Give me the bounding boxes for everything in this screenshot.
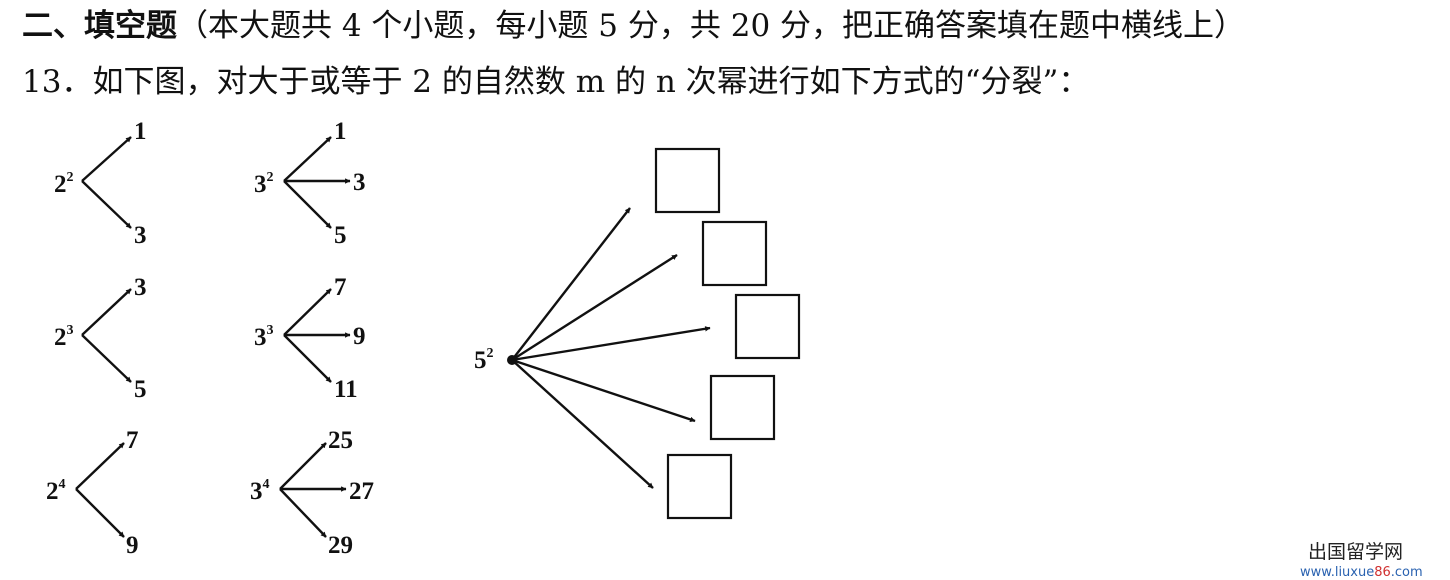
target-5-squared: 52	[474, 147, 801, 520]
split-arrow	[75, 488, 125, 538]
section-instructions: （本大题共 4 个小题，每小题 5 分，共 20 分，把正确答案填在题中横线上）	[177, 8, 1246, 44]
split-part: 5	[334, 222, 347, 249]
example-3-fourth: 34 25 27 29	[250, 427, 374, 559]
example-3-cubed: 33 7 9 11	[254, 274, 366, 403]
watermark: 出国留学网 www.liuxue86.com	[1300, 541, 1423, 580]
section-header: 二、填空题（本大题共 4 个小题，每小题 5 分，共 20 分，把正确答案填在题…	[22, 6, 1245, 46]
example-base: 32	[254, 170, 274, 198]
example-base: 34	[250, 477, 270, 505]
example-2-squared: 22 1 3	[54, 118, 147, 249]
split-arrow	[283, 136, 332, 182]
watermark-url: www.liuxue86.com	[1300, 565, 1423, 580]
answer-box-5[interactable]	[666, 453, 733, 520]
split-part: 1	[134, 118, 147, 145]
target-base: 52	[474, 346, 494, 374]
example-base: 23	[54, 323, 74, 351]
example-2-cubed: 23 3 5	[54, 274, 147, 403]
split-part: 3	[134, 222, 147, 249]
split-part: 1	[334, 118, 347, 145]
split-arrow	[511, 326, 711, 362]
split-arrow	[511, 359, 654, 489]
split-arrow	[81, 180, 132, 229]
split-arrow	[81, 136, 132, 182]
split-arrow	[283, 288, 332, 336]
answer-box-2[interactable]	[701, 220, 768, 287]
split-arrow	[81, 334, 132, 383]
answer-box-1[interactable]	[654, 147, 721, 214]
example-base: 33	[254, 323, 274, 351]
split-arrow	[283, 180, 332, 229]
split-part: 3	[353, 169, 366, 196]
split-arrow	[283, 334, 332, 383]
split-arrow	[511, 253, 678, 362]
question-stem: 13．如下图，对大于或等于 2 的自然数 m 的 n 次幂进行如下方式的“分裂”…	[22, 62, 1089, 102]
split-arrow	[81, 288, 132, 336]
section-heading: 二、填空题	[22, 8, 177, 44]
split-part: 9	[353, 323, 366, 350]
answer-box-4[interactable]	[709, 374, 776, 441]
split-part: 7	[334, 274, 347, 301]
watermark-name: 出国留学网	[1308, 541, 1403, 563]
split-arrow	[279, 442, 327, 490]
split-arrow	[75, 442, 125, 490]
answer-box-3[interactable]	[734, 293, 801, 360]
split-part: 29	[328, 532, 353, 559]
split-part: 11	[334, 376, 358, 403]
split-part: 27	[349, 478, 374, 505]
split-arrow	[279, 488, 327, 538]
split-arrow	[511, 358, 696, 423]
split-arrow	[511, 207, 631, 361]
split-part: 3	[134, 274, 147, 301]
example-base: 22	[54, 170, 74, 198]
example-3-squared: 32 1 3 5	[254, 118, 366, 249]
example-base: 24	[46, 477, 66, 505]
split-part: 9	[126, 532, 139, 559]
question-text: 如下图，对大于或等于 2 的自然数 m 的 n 次幂进行如下方式的“分裂”：	[92, 64, 1090, 100]
example-2-fourth: 24 7 9	[46, 427, 139, 559]
split-part: 7	[126, 427, 139, 454]
split-part: 5	[134, 376, 147, 403]
question-number: 13．	[22, 64, 93, 100]
split-part: 25	[328, 427, 353, 454]
